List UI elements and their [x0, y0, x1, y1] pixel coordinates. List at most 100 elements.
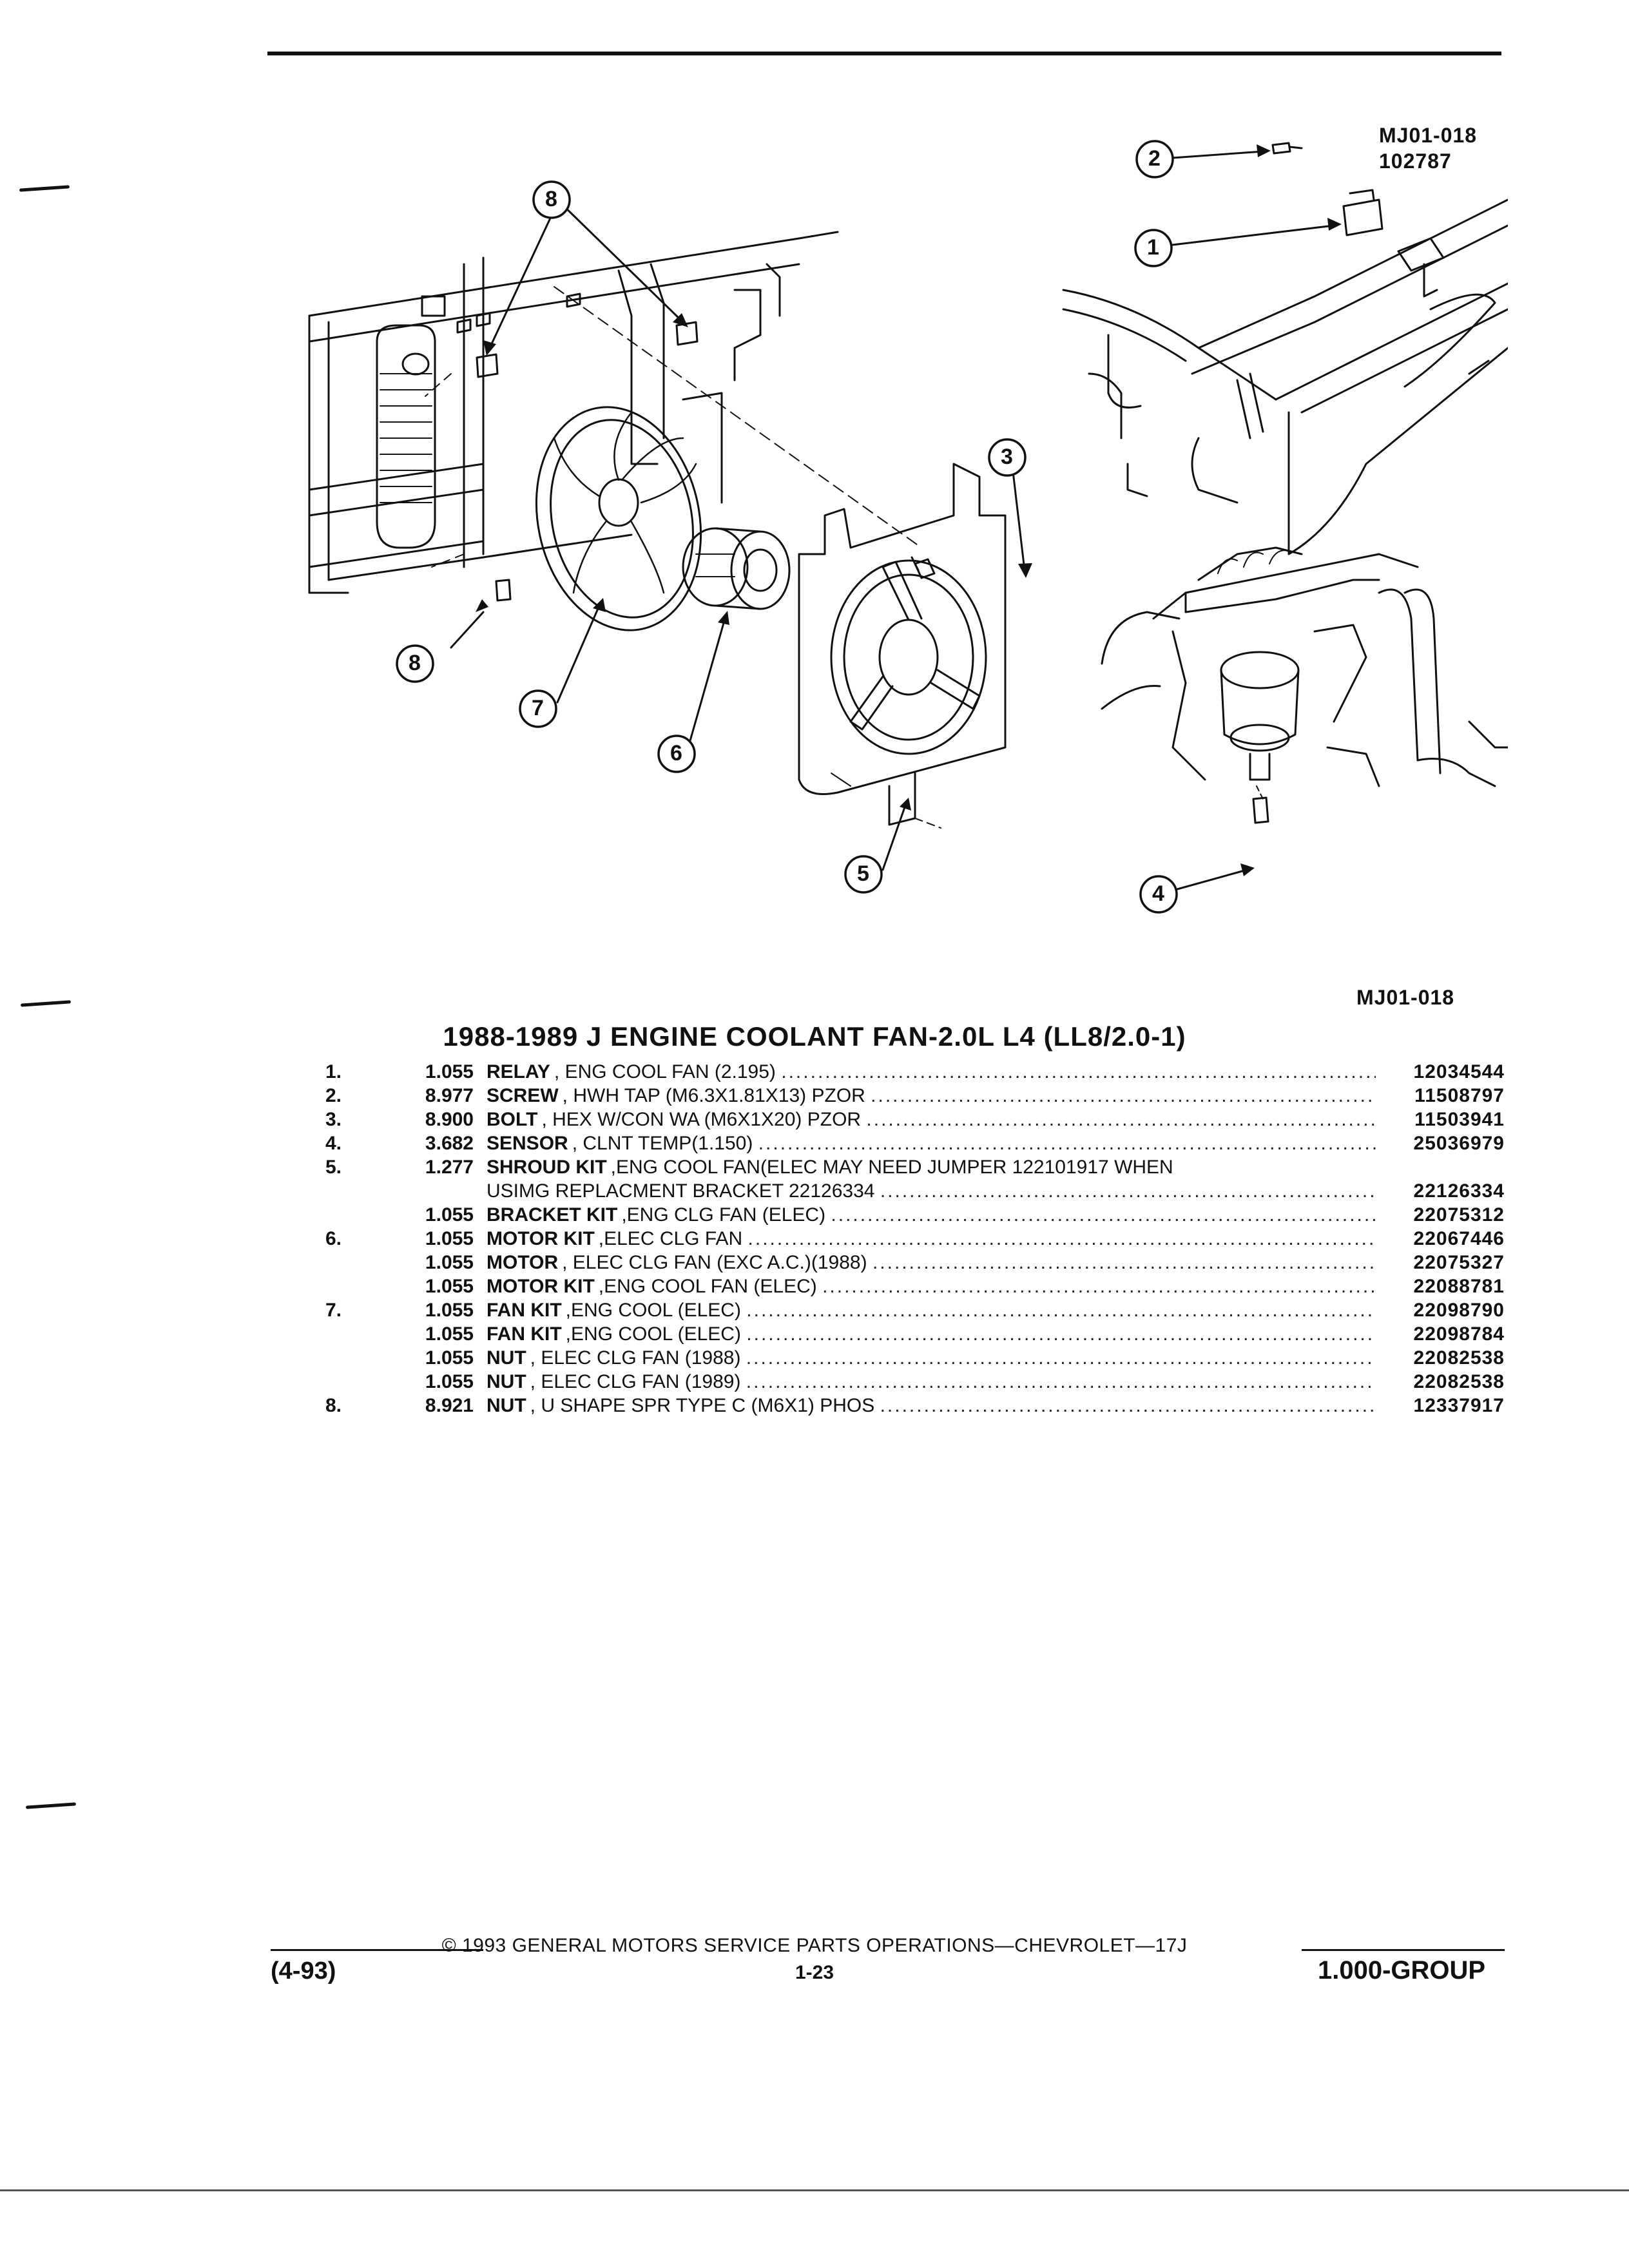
fan-shroud-drawing [798, 463, 1007, 829]
part-number: 22067446 [1413, 1228, 1505, 1249]
callout-circles [396, 140, 1178, 914]
item-name: RELAY [487, 1061, 550, 1082]
item-name: SCREW [487, 1085, 559, 1106]
item-detail: , CLNT TEMP(1.150) [572, 1133, 753, 1154]
callout-4: 4 [1152, 881, 1165, 906]
item-quantity: 8.921 [425, 1395, 474, 1416]
item-quantity: 8.977 [425, 1085, 474, 1106]
item-name: MOTOR KIT [487, 1276, 595, 1297]
item-description: MOTOR, ELEC CLG FAN (EXC A.C.)(1988) ...… [487, 1251, 1376, 1274]
item-quantity: 1.055 [425, 1347, 474, 1369]
item-quantity: 1.055 [425, 1252, 474, 1273]
item-detail: , ELEC CLG FAN (EXC A.C.)(1988) [562, 1252, 867, 1273]
item-quantity: 1.055 [425, 1228, 474, 1249]
part-number: 22075312 [1413, 1204, 1505, 1225]
leader-dots: ........................................… [758, 1133, 1376, 1154]
item-detail: , ELEC CLG FAN (1988) [530, 1347, 741, 1369]
part-number: 11508797 [1414, 1085, 1505, 1106]
item-name: MOTOR [487, 1252, 559, 1273]
leader-dots: ........................................… [747, 1228, 1376, 1249]
item-number: 7. [325, 1300, 342, 1321]
exploded-view-illustration: 8 8 7 6 5 3 2 1 4 MJ01-018 102787 [271, 103, 1509, 947]
item-description: RELAY, ENG COOL FAN (2.195) ............… [487, 1060, 1376, 1084]
item-quantity: 1.055 [425, 1204, 474, 1225]
sensor-inset-drawing [1101, 546, 1509, 824]
leader-dots: ........................................… [781, 1061, 1376, 1082]
parts-list-row: 8. 8.921 NUT, U SHAPE SPR TYPE C (M6X1) PH… [325, 1394, 1505, 1418]
callout-8: 8 [409, 651, 421, 675]
leader-dots: ........................................… [746, 1300, 1376, 1321]
item-number: 3. [325, 1109, 342, 1130]
item-name: NUT [487, 1395, 526, 1416]
relay-inset-drawing [1062, 142, 1509, 555]
callout-2: 2 [1148, 146, 1161, 171]
item-number: 1. [325, 1061, 342, 1082]
u-nut-8-drawing [476, 321, 699, 602]
page-number: 1-23 [795, 1962, 834, 1983]
callout-1: 1 [1147, 235, 1160, 260]
item-description: NUT, ELEC CLG FAN (1989) ...............… [487, 1370, 1376, 1394]
footer-rule-left [271, 1949, 483, 1951]
part-number: 22098784 [1413, 1323, 1505, 1345]
item-detail: ,ELEC CLG FAN [598, 1228, 743, 1249]
leader-dots: ........................................… [831, 1204, 1376, 1225]
callout-8: 8 [545, 187, 558, 211]
item-quantity: 1.055 [425, 1300, 474, 1321]
item-detail: , U SHAPE SPR TYPE C (M6X1) PHOS [530, 1395, 875, 1416]
item-description: FAN KIT,ENG COOL (ELEC) ................… [487, 1298, 1376, 1322]
parts-list-row: 1.055 NUT, ELEC CLG FAN (1988) ..........… [325, 1346, 1505, 1370]
item-quantity: 1.277 [425, 1157, 474, 1178]
part-number: 12337917 [1413, 1395, 1505, 1416]
item-detail: USIMG REPLACMENT BRACKET 22126334 [487, 1180, 875, 1202]
item-number: 4. [325, 1133, 342, 1154]
item-description: MOTOR KIT,ELEC CLG FAN .................… [487, 1227, 1376, 1251]
margin-mark [25, 1802, 77, 1809]
item-name: BRACKET KIT [487, 1204, 618, 1225]
parts-list-row: 1.055 FAN KIT,ENG COOL (ELEC) ...........… [325, 1322, 1505, 1346]
item-detail: ,ENG COOL FAN(ELEC MAY NEED JUMPER 12210… [610, 1157, 1173, 1178]
item-number: 8. [325, 1395, 342, 1416]
item-name: NUT [487, 1371, 526, 1392]
item-detail: ,ENG COOL (ELEC) [565, 1323, 741, 1345]
arrowheads [476, 144, 1342, 876]
item-name: NUT [487, 1347, 526, 1369]
leader-dots: ........................................… [880, 1395, 1376, 1416]
radiator-support-drawing [308, 231, 922, 594]
leader-dots: ........................................… [746, 1371, 1376, 1392]
item-description: USIMG REPLACMENT BRACKET 22126334 ......… [487, 1179, 1376, 1203]
leader-dots: ........................................… [746, 1323, 1376, 1345]
item-quantity: 1.055 [425, 1323, 474, 1345]
part-number: 12034544 [1413, 1061, 1505, 1082]
parts-list: 1. 1.055 RELAY, ENG COOL FAN (2.195) .....… [325, 1060, 1505, 1418]
parts-list-row: 7. 1.055 FAN KIT,ENG COOL (ELEC) .........… [325, 1298, 1505, 1322]
item-quantity: 1.055 [425, 1276, 474, 1297]
item-name: MOTOR KIT [487, 1228, 595, 1249]
item-description: SCREW, HWH TAP (M6.3X1.81X13) PZOR .....… [487, 1084, 1376, 1108]
item-quantity: 8.900 [425, 1109, 474, 1130]
header-rule [267, 52, 1501, 55]
item-number: 5. [325, 1157, 342, 1178]
figure-date-code: 102787 [1379, 149, 1452, 173]
figure-code: MJ01-018 [1379, 124, 1478, 147]
callout-6: 6 [670, 741, 683, 765]
fan-blade-drawing [535, 406, 702, 631]
figure-caption-code: MJ01-018 [1356, 986, 1455, 1009]
leader-dots: ........................................… [746, 1347, 1376, 1369]
item-description: FAN KIT,ENG COOL (ELEC) ................… [487, 1322, 1376, 1346]
copyright-line: © 1993 GENERAL MOTORS SERVICE PARTS OPER… [441, 1935, 1188, 1956]
item-name: BOLT [487, 1109, 538, 1130]
page-bottom-rule [0, 2189, 1629, 2191]
parts-list-row: USIMG REPLACMENT BRACKET 22126334 ......… [325, 1179, 1505, 1203]
item-description: NUT, U SHAPE SPR TYPE C (M6X1) PHOS ....… [487, 1394, 1376, 1418]
item-name: FAN KIT [487, 1300, 562, 1321]
part-number: 22126334 [1413, 1180, 1505, 1202]
item-description: BOLT, HEX W/CON WA (M6X1X20) PZOR ......… [487, 1108, 1376, 1131]
item-detail: , ENG COOL FAN (2.195) [554, 1061, 776, 1082]
revision-date: (4-93) [271, 1957, 336, 1984]
item-quantity: 3.682 [425, 1133, 474, 1154]
